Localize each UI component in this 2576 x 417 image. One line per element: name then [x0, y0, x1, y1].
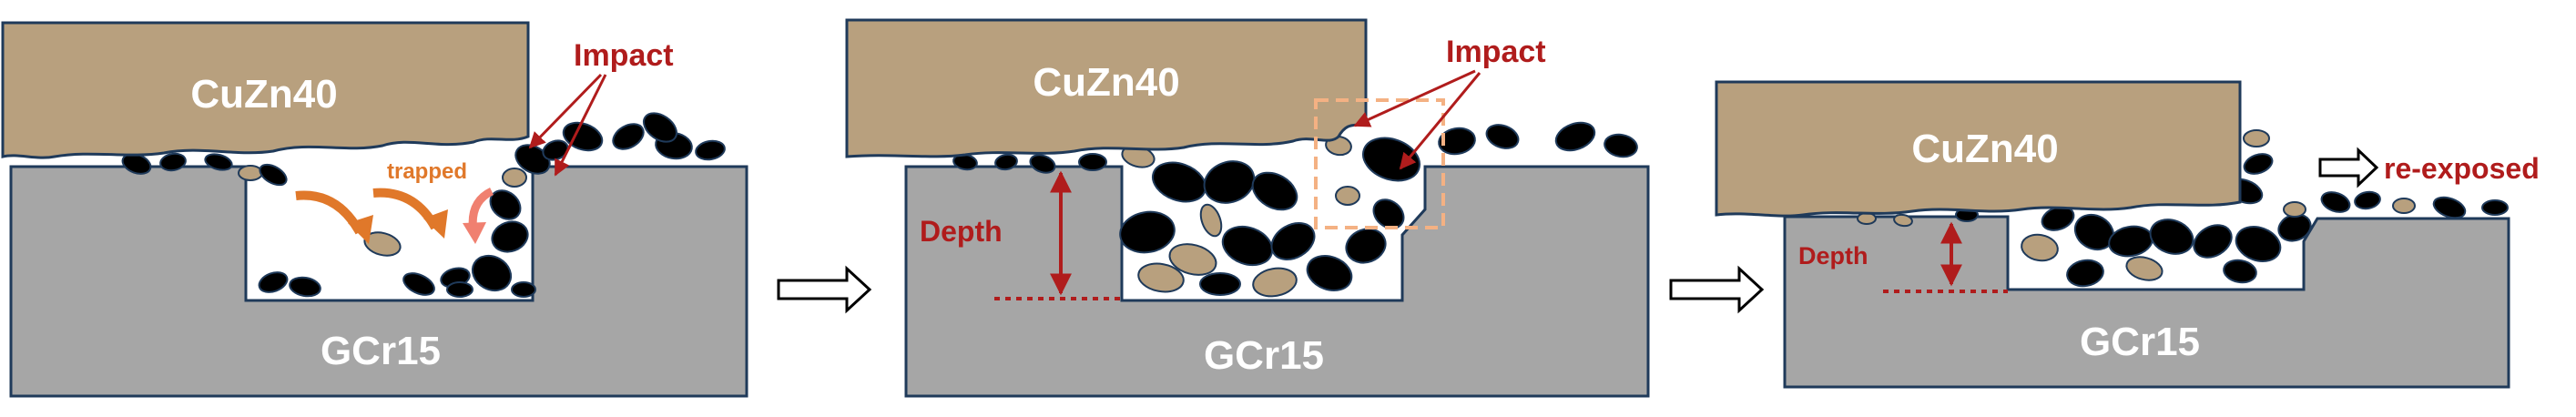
debris-particle [1554, 121, 1596, 152]
panel-3-upper-material-label: CuZn40 [1911, 127, 2058, 171]
debris-particle [994, 153, 1018, 171]
debris-particle [1151, 161, 1207, 203]
debris-particle [491, 220, 529, 253]
flow-arrow-icon [372, 188, 440, 230]
debris-particle [1438, 127, 1476, 156]
debris-particle [1857, 212, 1877, 225]
debris-particle [642, 112, 678, 143]
debris-particle [2354, 190, 2381, 210]
debris-particle [1199, 272, 1241, 296]
panel-2-steel-block [904, 165, 1650, 398]
debris-particle [1270, 222, 1316, 260]
debris-particle [2235, 226, 2282, 262]
debris-particle [402, 272, 435, 296]
debris-particle [1252, 267, 1298, 298]
debris-particle [1335, 186, 1360, 206]
panel-2-impact-pointer [1353, 69, 1476, 127]
debris-particle [259, 163, 288, 187]
debris-particle [502, 168, 527, 188]
flow-arrow-icon [295, 190, 364, 235]
debris-particle [1168, 243, 1217, 276]
re-exposed-arrow-icon [2318, 147, 2379, 188]
panel-1-brass-block [1, 21, 530, 159]
debris-particle [1119, 210, 1176, 254]
debris-particle [1604, 133, 1638, 158]
debris-particle [2392, 198, 2416, 214]
panel-1-upper-material-label: CuZn40 [190, 72, 337, 117]
debris-particle [1485, 124, 1520, 149]
debris-particle [2108, 225, 2153, 258]
debris-particle [471, 254, 513, 292]
debris-particle [2481, 199, 2509, 216]
debris-particle [1306, 255, 1353, 291]
debris-particle [159, 152, 187, 172]
debris-particle [1203, 160, 1256, 204]
debris-particle [446, 281, 473, 298]
debris-particle [2320, 191, 2351, 213]
flow-arrow-icon [423, 209, 448, 239]
debris-particle [1893, 213, 1913, 228]
debris-particle [204, 153, 233, 171]
panel-1-lower-material-label: GCr15 [321, 329, 441, 373]
debris-particle [2021, 233, 2059, 262]
panel-1-impact-label: Impact [574, 38, 674, 73]
debris-particle [612, 123, 645, 150]
panel-1-debris-particles [121, 112, 726, 298]
debris-particle [1078, 153, 1107, 171]
process-arrow-icon [777, 265, 872, 314]
debris-particle [2243, 153, 2274, 175]
debris-particle [289, 276, 321, 298]
panel-1-impact-pointer [528, 73, 603, 149]
debris-particle [238, 165, 263, 181]
debris-particle [1221, 225, 1274, 267]
debris-particle [1251, 171, 1298, 211]
process-arrow-icon [1669, 265, 1765, 314]
debris-particle [562, 121, 604, 152]
debris-particle [2283, 201, 2306, 218]
panel-3-lower-material-label: GCr15 [2080, 320, 2200, 364]
panel-2-impact-label: Impact [1446, 35, 1546, 69]
panel-2-highlight-box [1314, 98, 1445, 229]
panel-1: CuZn40 GCr15 trapped Impact [1, 21, 748, 398]
panel-2-depth-label: Depth [920, 215, 1003, 248]
debris-particle [2149, 219, 2194, 255]
panel-3: CuZn40 GCr15 Depth re-exposed [1715, 80, 2540, 389]
debris-particle [1029, 154, 1056, 174]
debris-particle [695, 139, 726, 161]
debris-particle [2193, 224, 2233, 259]
debris-particle [2432, 196, 2467, 219]
panel-3-depth-label: Depth [1798, 242, 1868, 270]
panel-2: CuZn40 GCr15 Depth Impact [845, 18, 1650, 398]
flow-arrow-icon [463, 222, 486, 244]
flow-arrow-icon [348, 215, 373, 244]
debris-particle [511, 281, 536, 298]
panel-2-brass-block [845, 18, 1368, 158]
debris-particle [2066, 259, 2104, 288]
panel-3-debris-particles [1857, 129, 2509, 288]
debris-particle [2125, 256, 2164, 281]
panel-2-lower-material-label: GCr15 [1204, 333, 1324, 378]
debris-particle [2243, 129, 2270, 147]
panel-2-debris-particles [952, 121, 1638, 298]
debris-particle [1362, 137, 1420, 182]
debris-particle [1345, 228, 1387, 264]
panel-2-upper-material-label: CuZn40 [1033, 60, 1179, 105]
debris-particle [1137, 262, 1185, 293]
panel-3-reexposed-label: re-exposed [2384, 152, 2540, 185]
debris-particle [1372, 198, 1405, 229]
debris-particle [258, 271, 289, 293]
debris-particle [1199, 203, 1223, 238]
panel-2-impact-pointer [1399, 72, 1481, 170]
panel-1-trapped-label: trapped [387, 159, 467, 184]
debris-particle [2223, 259, 2257, 284]
panel-3-brass-block [1715, 80, 2242, 218]
panel-1-impact-pointer [554, 74, 607, 177]
